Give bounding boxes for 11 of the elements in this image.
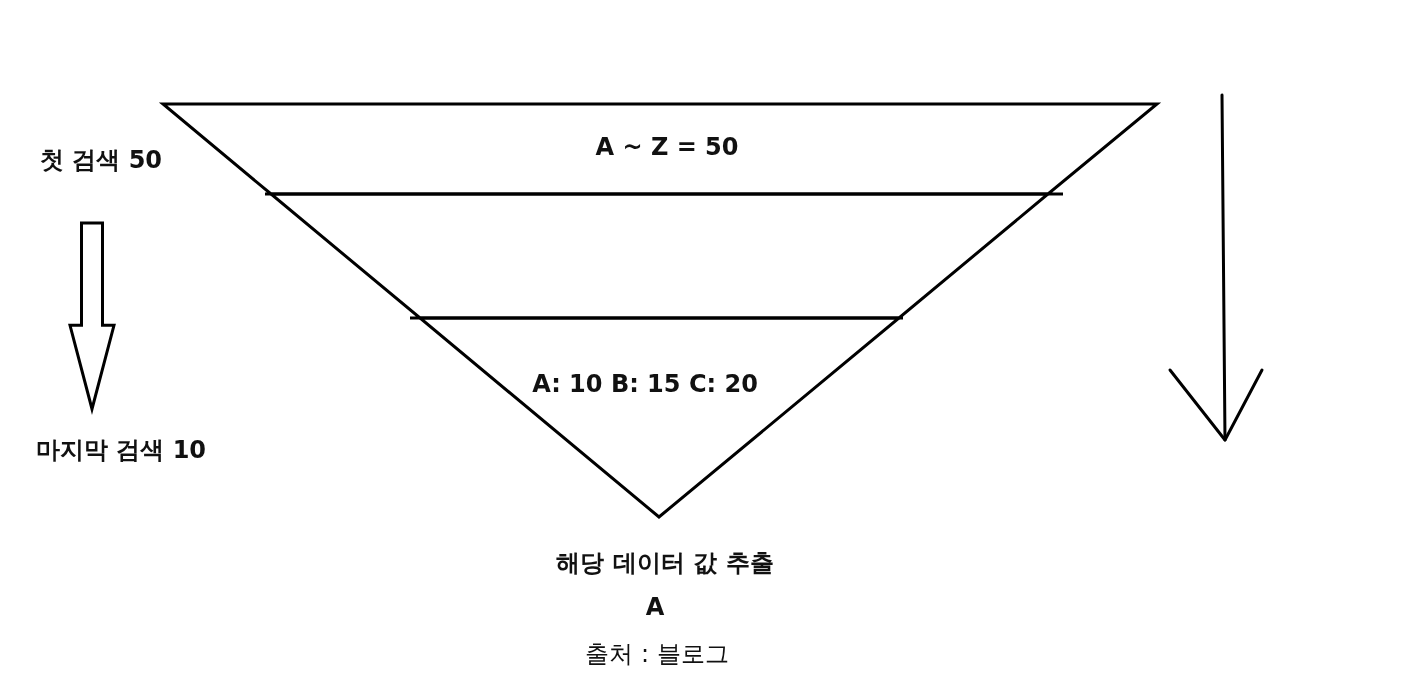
block-arrow — [68, 221, 116, 415]
result-label: 해당 데이터 값 추출 — [556, 548, 774, 578]
band-label: A ~ Z = 50 — [595, 132, 739, 162]
funnel-band — [161, 102, 1159, 196]
result-value: A — [645, 592, 665, 622]
stage-label: 마지막 검색 10 — [35, 435, 207, 465]
source-caption: 출처 : 블로그 — [585, 639, 729, 669]
funnel-band — [418, 316, 901, 519]
band-label: A: 10 B: 15 C: 20 — [532, 369, 758, 399]
stage-label: 첫 검색 50 — [39, 145, 163, 175]
funnel-band — [269, 192, 1050, 320]
